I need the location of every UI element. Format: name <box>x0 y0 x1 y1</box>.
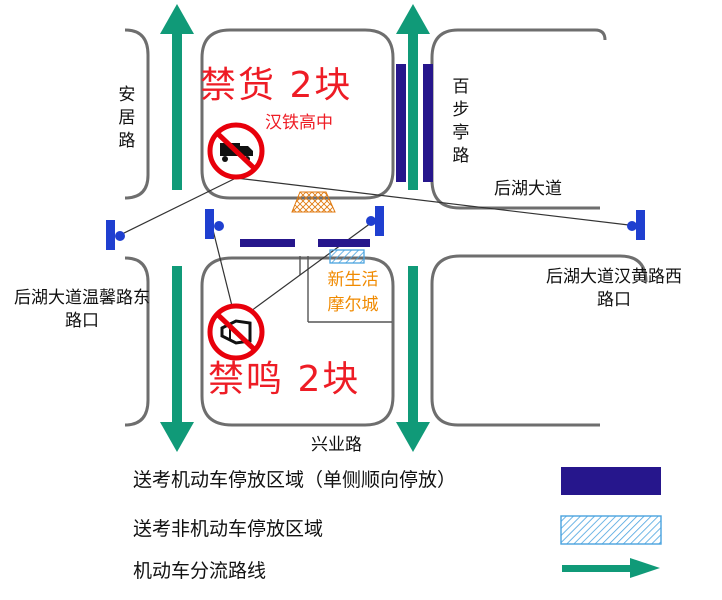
legend-diversion-route-label: 机动车分流路线 <box>133 560 267 582</box>
arrow-north-right <box>396 4 430 190</box>
block-north-outline <box>200 28 395 200</box>
notice-no-horn: 禁鸣 2块 <box>208 359 361 400</box>
street-label-baibuting: 百步亭路 <box>452 77 470 166</box>
curb-southwest <box>124 256 150 427</box>
crosswalk-mesh <box>291 191 336 213</box>
legend-diversion-arrow-icon <box>562 558 660 578</box>
curb-southeast <box>430 254 600 427</box>
parking-strip-horizontal-1 <box>240 239 295 247</box>
legend-nonmotor-parking-swatch <box>560 515 662 545</box>
street-label-xingye: 兴业路 <box>311 435 362 455</box>
parking-strip-vertical-1 <box>396 64 406 182</box>
diversion-arrows <box>160 4 430 452</box>
label-school: 汉铁高中 <box>265 113 333 133</box>
parking-strip-horizontal-2 <box>318 239 370 247</box>
arrow-south-right <box>396 266 430 452</box>
intersection-label-west: 后湖大道温馨路东路口 <box>14 288 150 331</box>
intersection-label-east: 后湖大道汉黄路西路口 <box>546 267 682 310</box>
road-edges <box>124 28 648 427</box>
checkpoint-west-marker <box>106 220 125 250</box>
notice-no-trucks: 禁货 2块 <box>200 65 353 106</box>
arrow-north-left <box>160 4 194 190</box>
label-mall: 新生活摩尔城 <box>327 270 379 315</box>
legend-nonmotor-parking-label: 送考非机动车停放区域 <box>133 518 324 540</box>
arrow-south-left <box>160 266 194 452</box>
checkpoint-center-right-marker <box>366 206 384 236</box>
parking-strip-vertical-2 <box>423 64 433 182</box>
block-south-outline <box>200 256 395 427</box>
checkpoint-east-marker <box>627 210 645 240</box>
no-horn-sign-icon <box>207 303 265 361</box>
street-label-anju: 安居路 <box>118 85 136 151</box>
legend-motor-parking-label: 送考机动车停放区域（单侧顺向停放） <box>133 469 457 491</box>
motor-parking-zones <box>240 64 433 247</box>
legend-motor-parking-swatch <box>561 467 661 495</box>
checkpoint-center-left-marker <box>205 209 224 239</box>
curb-northeast-top <box>458 28 607 41</box>
curb-northwest <box>124 28 150 200</box>
checkpoints <box>106 206 645 250</box>
no-trucks-sign-icon <box>207 122 265 180</box>
curb-southeast-top <box>460 254 648 283</box>
mall-building <box>299 256 392 323</box>
street-label-houhu: 后湖大道 <box>494 179 562 199</box>
nonmotor-parking-zone <box>329 249 365 264</box>
